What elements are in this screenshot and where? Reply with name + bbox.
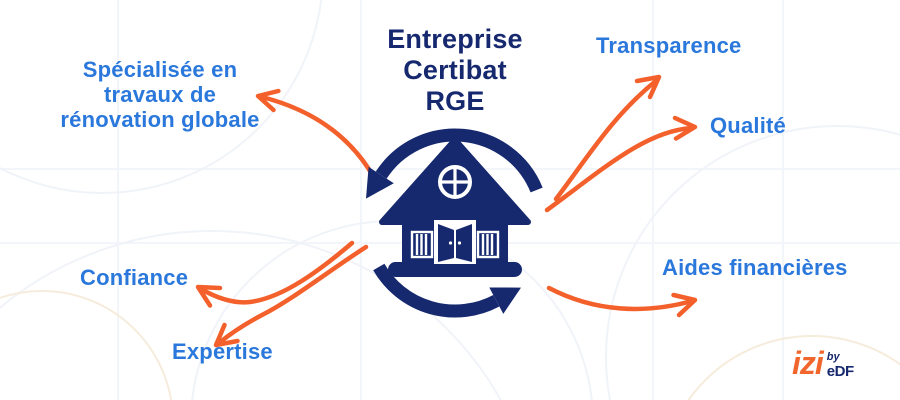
center-title: Entreprise Certibat RGE bbox=[387, 24, 523, 116]
background-circle-warm bbox=[660, 335, 900, 400]
cycle-arc-top bbox=[375, 128, 543, 193]
label-qualite: Qualité bbox=[710, 113, 786, 138]
edf-wordmark: eDF bbox=[826, 363, 854, 380]
arrow-to-confiance bbox=[195, 240, 355, 308]
label-aides-financieres: Aides financières bbox=[662, 255, 848, 280]
cycle-arc-bottom bbox=[373, 263, 500, 318]
background-gridline bbox=[652, 0, 654, 400]
logo-by-text: by bbox=[826, 351, 840, 363]
izi-wordmark: izi bbox=[792, 345, 824, 381]
label-expertise: Expertise bbox=[172, 339, 273, 364]
arrow-to-aides bbox=[546, 285, 698, 318]
background-circle-warm bbox=[0, 290, 174, 400]
label-specialisee: Spécialisée en travaux de rénovation glo… bbox=[60, 57, 260, 132]
arrow-to-qualite bbox=[544, 115, 698, 213]
izi-by-edf-logo: izi by eDF bbox=[792, 346, 854, 380]
house-renovation-cycle-icon bbox=[366, 128, 543, 318]
label-transparence: Transparence bbox=[596, 33, 742, 58]
cycle-arrowhead-right bbox=[489, 287, 521, 314]
label-confiance: Confiance bbox=[80, 265, 189, 290]
cycle-arrowhead-left bbox=[366, 166, 394, 199]
arrow-to-expertise bbox=[213, 244, 369, 348]
background-gridline bbox=[782, 0, 784, 400]
house-glyph bbox=[379, 137, 531, 277]
